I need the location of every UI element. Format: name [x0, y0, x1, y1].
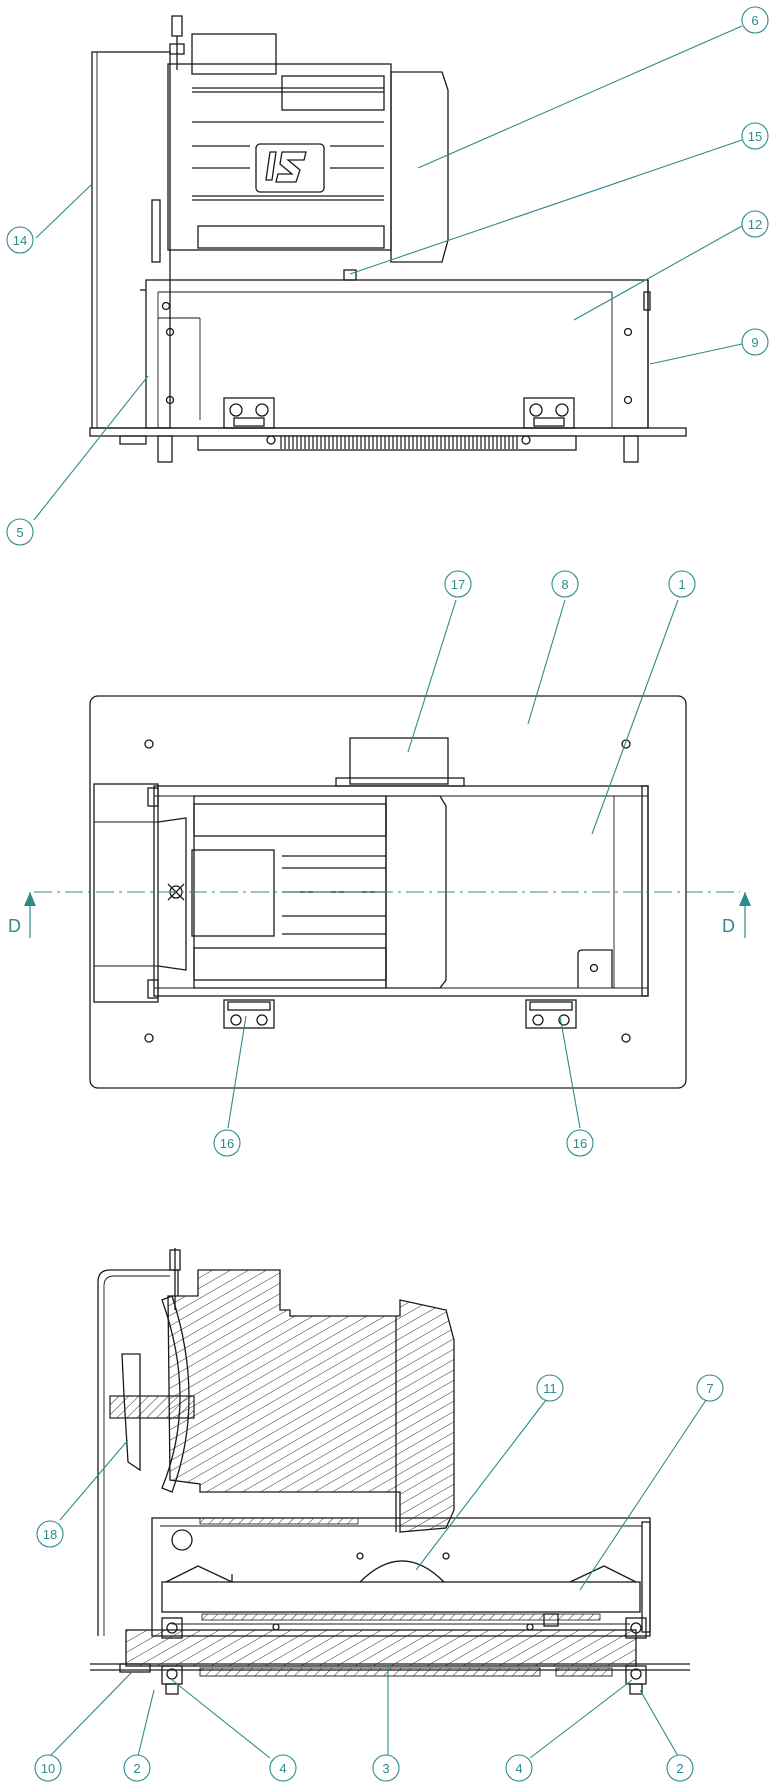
balloon-18: 18 — [36, 1520, 64, 1548]
svg-text:3: 3 — [382, 1761, 389, 1776]
svg-text:16: 16 — [573, 1136, 587, 1151]
hinge-left — [223, 397, 275, 429]
hinge-plan-left — [223, 999, 275, 1029]
balloon-17: 17 — [444, 570, 472, 598]
balloon-3: 3 — [372, 1754, 400, 1782]
svg-text:9: 9 — [751, 335, 758, 350]
svg-text:12: 12 — [748, 217, 762, 232]
plan-view: D D — [8, 695, 751, 1089]
balloon-4-right: 4 — [505, 1754, 533, 1782]
svg-text:5: 5 — [16, 525, 23, 540]
balloon-14: 14 — [6, 226, 34, 254]
svg-text:18: 18 — [43, 1527, 57, 1542]
svg-text:10: 10 — [41, 1761, 55, 1776]
balloon-5: 5 — [6, 518, 34, 546]
balloon-9: 9 — [741, 328, 769, 356]
svg-text:14: 14 — [13, 233, 27, 248]
top-housing — [153, 785, 649, 997]
balloon-4-left: 4 — [269, 1754, 297, 1782]
svg-text:8: 8 — [561, 577, 568, 592]
shaft-section — [125, 1629, 637, 1667]
balloon-8: 8 — [551, 570, 579, 598]
balloon-2-left: 2 — [123, 1754, 151, 1782]
section-marker-left: D — [8, 916, 21, 936]
svg-text:4: 4 — [515, 1761, 522, 1776]
balloon-10: 10 — [34, 1754, 62, 1782]
motor-section — [167, 1269, 455, 1533]
hinge-plan-right — [525, 999, 577, 1029]
hinge-right — [523, 397, 575, 429]
balloon-12: 12 — [741, 210, 769, 238]
svg-text:6: 6 — [751, 13, 758, 28]
base-plate — [89, 427, 687, 437]
base-housing — [145, 279, 649, 429]
bearing-left — [161, 1617, 183, 1695]
leader-lines — [33, 25, 743, 1759]
section-marker-right: D — [722, 916, 735, 936]
svg-text:1: 1 — [678, 577, 685, 592]
balloon-1: 1 — [668, 570, 696, 598]
svg-text:4: 4 — [279, 1761, 286, 1776]
brand-logo — [255, 143, 325, 193]
balloon-15: 15 — [741, 122, 769, 150]
bearing-right — [625, 1617, 647, 1695]
balloon-6: 6 — [741, 6, 769, 34]
svg-text:16: 16 — [220, 1136, 234, 1151]
balloon-2-right: 2 — [666, 1754, 694, 1782]
balloon-16-left: 16 — [213, 1129, 241, 1157]
svg-text:11: 11 — [543, 1381, 557, 1396]
balloon-11: 11 — [536, 1374, 564, 1402]
balloon-7: 7 — [696, 1374, 724, 1402]
svg-text:15: 15 — [748, 129, 762, 144]
svg-text:2: 2 — [676, 1761, 683, 1776]
balloon-16-right: 16 — [566, 1129, 594, 1157]
svg-text:2: 2 — [133, 1761, 140, 1776]
svg-text:7: 7 — [706, 1381, 713, 1396]
section-view — [90, 1248, 690, 1695]
svg-text:17: 17 — [451, 577, 465, 592]
side-elevation-view — [89, 15, 687, 463]
blade-carrier — [161, 1581, 641, 1613]
